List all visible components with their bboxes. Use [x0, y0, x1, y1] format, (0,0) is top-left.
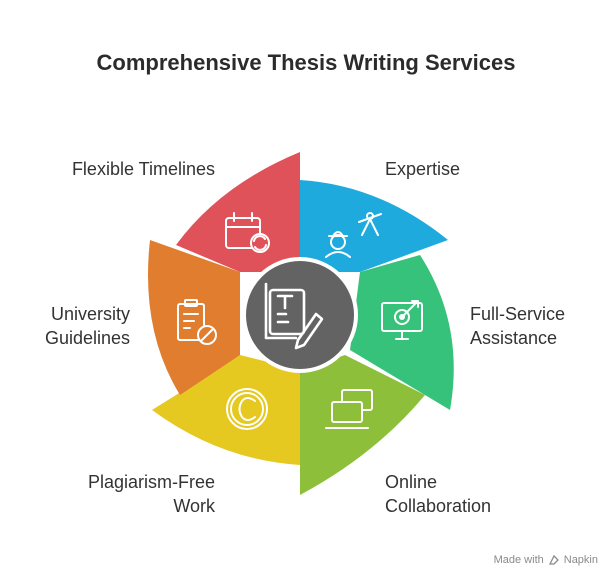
laptops-icon — [325, 389, 373, 429]
document-pen-icon — [264, 282, 324, 350]
engineer-compass-icon — [325, 212, 382, 258]
segment-guidelines — [148, 240, 240, 395]
label-flexible-timelines: Flexible Timelines — [71, 159, 215, 179]
monitor-target-icon — [381, 300, 423, 340]
footer-credit: Made with Napkin — [494, 554, 598, 566]
brand-text: Napkin — [563, 554, 598, 566]
center-hub — [242, 257, 358, 373]
label-university-guidelines: University Guidelines — [44, 304, 130, 348]
label-online-collaboration: Online Collaboration — [385, 472, 492, 516]
segment-online-collab — [300, 355, 425, 495]
napkin-logo-icon — [548, 554, 559, 565]
label-full-service: Full-Service Assistance — [470, 304, 566, 348]
calendar-refresh-icon — [225, 212, 270, 253]
page-title: Comprehensive Thesis Writing Services — [96, 50, 516, 75]
copyright-icon — [226, 388, 268, 430]
segment-plagiarism — [152, 355, 300, 465]
clipboard-prohibited-icon — [177, 299, 217, 345]
label-plagiarism-free: Plagiarism-Free Work — [87, 472, 215, 516]
made-with-text: Made with — [493, 554, 544, 566]
label-expertise: Expertise — [385, 159, 461, 179]
